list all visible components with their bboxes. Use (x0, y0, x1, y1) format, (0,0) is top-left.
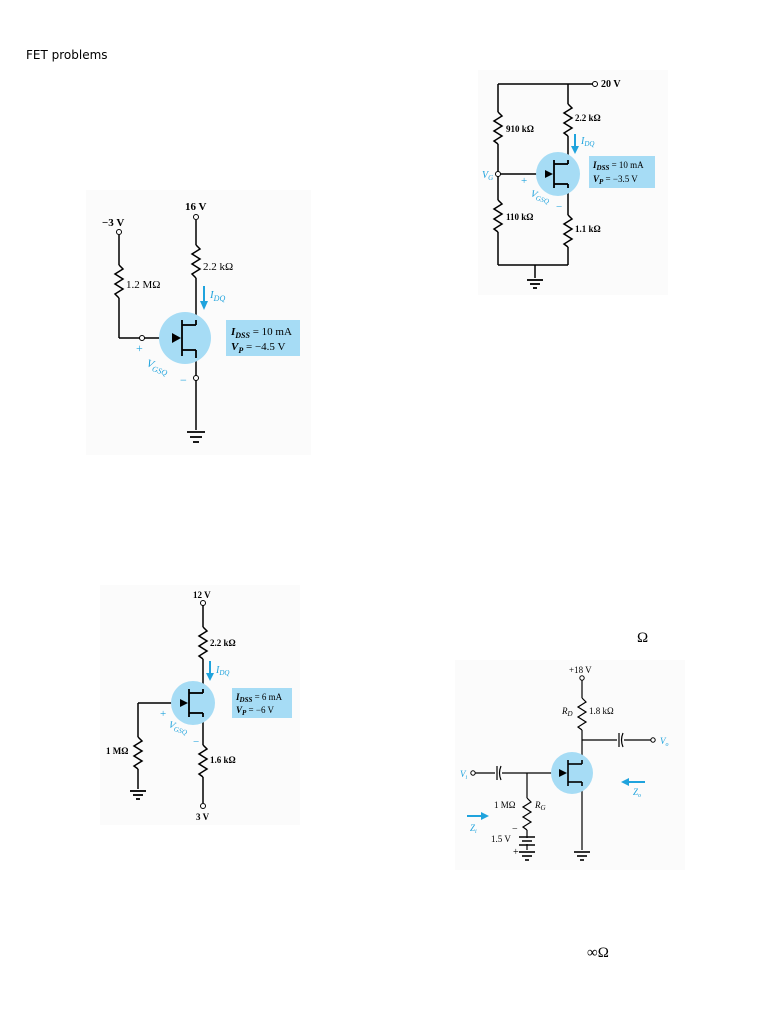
spec-idss: IDSS = 10 mA (592, 160, 644, 172)
spec-idss: IDSS = 6 mA (235, 692, 283, 704)
spec-vp: VP = −6 V (236, 705, 275, 717)
id-label: IDQ (215, 665, 229, 677)
spec-idss: IDSS = 10 mA (230, 326, 292, 340)
circuit-1-diagram: 16 V −3 V 2.2 kΩ 1.2 MΩ IDQ + VGSQ − IDS… (86, 190, 311, 455)
ground-symbol (187, 431, 205, 443)
vgs-minus: − (556, 201, 562, 213)
id-label: IDQ (209, 289, 225, 303)
ground-symbol (130, 790, 146, 800)
page-title: FET problems (26, 48, 108, 62)
infinity-omega-symbol: ∞Ω (587, 945, 609, 961)
spec-vp: VP = −3.5 V (593, 174, 638, 186)
rg-label: 1.2 MΩ (126, 279, 160, 291)
vgs-plus: + (160, 708, 166, 720)
circuit-4-diagram: +18 V RD 1.8 kΩ 1 MΩ RG 1.5 V − + Vi Vo … (455, 660, 685, 870)
vgs-minus: − (193, 736, 199, 748)
rg-value: 1 MΩ (494, 800, 516, 810)
rd-label: 2.2 kΩ (575, 113, 601, 123)
gate-supply-label: −3 V (102, 217, 124, 229)
ground-symbol (574, 851, 590, 861)
supply-label: +18 V (569, 665, 592, 675)
jfet-body (159, 312, 211, 364)
id-label: IDQ (580, 136, 594, 148)
rd-label: RD (561, 706, 573, 718)
vg-label: VG (482, 170, 493, 182)
rs-label: 1.1 kΩ (575, 224, 601, 234)
vgs-plus: + (521, 175, 527, 187)
rd-label: 2.2 kΩ (210, 638, 236, 648)
ground-symbol (527, 279, 543, 289)
circuit-3-diagram: 12 V 3 V 2.2 kΩ 1 MΩ 1.6 kΩ IDQ + VGSQ −… (100, 585, 300, 825)
circuit-2-diagram: 20 V 910 kΩ 110 kΩ 2.2 kΩ 1.1 kΩ VG IDQ … (478, 70, 668, 295)
r1-label: 910 kΩ (506, 124, 534, 134)
vgs-label: VGSQ (167, 719, 189, 737)
spec-box (589, 156, 655, 188)
bottom-supply-label: 3 V (196, 812, 210, 822)
supply-label: 12 V (193, 590, 211, 600)
r2-label: 110 kΩ (506, 212, 533, 222)
jfet-body (171, 681, 215, 725)
battery-minus: − (512, 824, 518, 835)
vgs-label: VGSQ (529, 188, 551, 206)
spec-box (226, 320, 300, 356)
vi-label: Vi (460, 769, 468, 781)
vgs-minus: − (180, 373, 187, 387)
jfet-body (551, 752, 593, 794)
vo-label: Vo (660, 736, 669, 748)
rg-label: RG (534, 800, 546, 812)
rd-value: 1.8 kΩ (589, 706, 614, 716)
rg-label: 1 MΩ (106, 746, 128, 756)
rs-label: 1.6 kΩ (210, 755, 236, 765)
omega-symbol: Ω (637, 630, 649, 646)
vgs-plus: + (136, 341, 143, 355)
zo-label: Zo (633, 787, 641, 799)
battery-label: 1.5 V (491, 834, 511, 844)
rd-label: 2.2 kΩ (203, 261, 233, 273)
jfet-body (536, 152, 580, 196)
spec-vp: VP = −4.5 V (231, 341, 285, 355)
zi-label: Zi (470, 823, 477, 835)
supply-label: 20 V (601, 79, 621, 90)
supply-label: 16 V (185, 201, 207, 213)
spec-box (232, 688, 292, 718)
battery-plus: + (513, 847, 519, 858)
ground-symbol (519, 851, 535, 861)
